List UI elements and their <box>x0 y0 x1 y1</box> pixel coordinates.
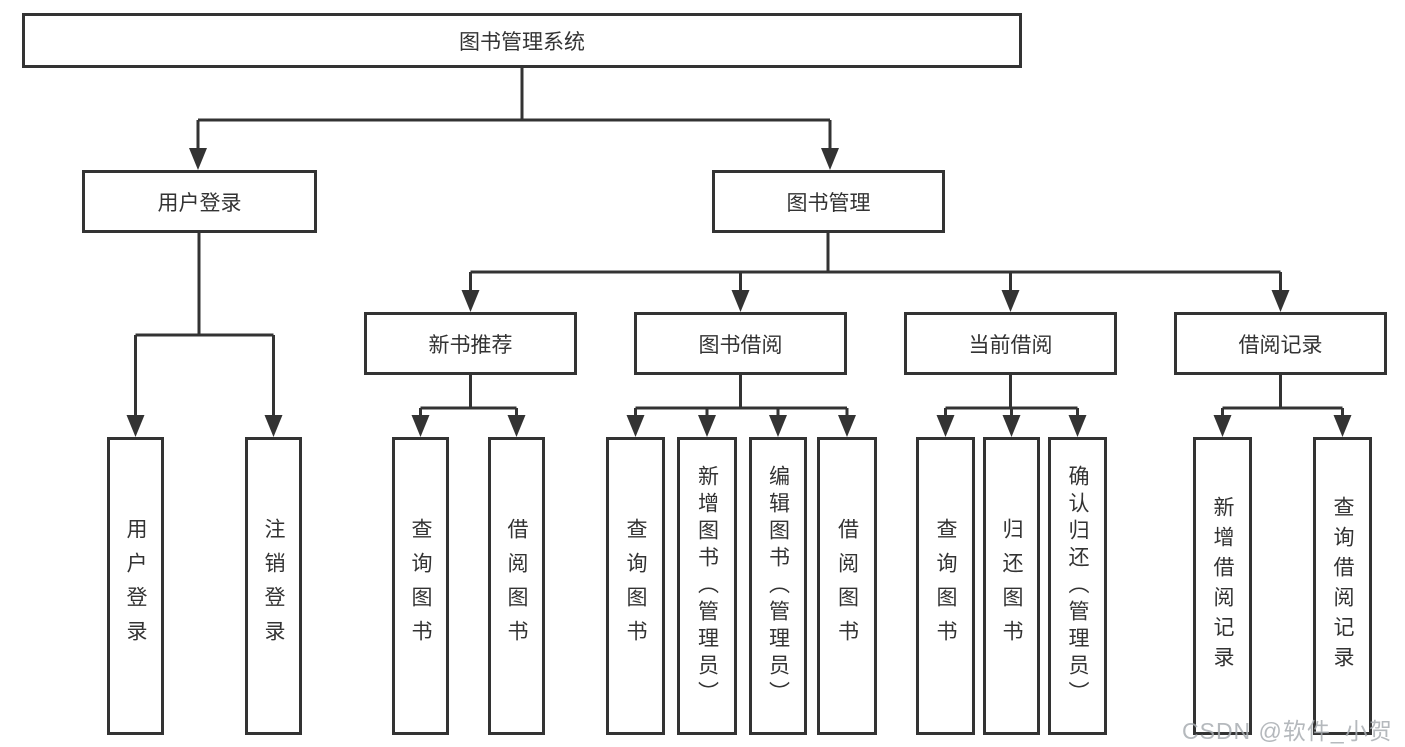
node-leaf-query-books-borrow: 查询图书 <box>606 437 665 735</box>
node-root: 图书管理系统 <box>22 13 1022 68</box>
node-leaf-add-book-admin: 新增图书（管理员） <box>677 437 737 735</box>
node-leaf-user-login: 用户登录 <box>107 437 164 735</box>
node-leaf-logout: 注销登录 <box>245 437 302 735</box>
node-leaf-add-borrow-record: 新增借阅记录 <box>1193 437 1252 735</box>
node-leaf-query-books-recommend: 查询图书 <box>392 437 449 735</box>
node-new-book-recommendation: 新书推荐 <box>364 312 577 375</box>
node-leaf-borrow-books-recommend: 借阅图书 <box>488 437 545 735</box>
node-leaf-borrow-books: 借阅图书 <box>817 437 877 735</box>
node-user-login: 用户登录 <box>82 170 317 233</box>
node-book-borrowing: 图书借阅 <box>634 312 847 375</box>
node-borrowing-records: 借阅记录 <box>1174 312 1387 375</box>
node-leaf-return-books: 归还图书 <box>983 437 1040 735</box>
node-book-management: 图书管理 <box>712 170 945 233</box>
node-leaf-confirm-return-admin: 确认归还（管理员） <box>1048 437 1107 735</box>
node-current-borrowing: 当前借阅 <box>904 312 1117 375</box>
arrowheads <box>126 148 1352 437</box>
node-leaf-query-borrow-record: 查询借阅记录 <box>1313 437 1372 735</box>
watermark: CSDN @软件_小贺同学 <box>1182 718 1393 744</box>
node-leaf-edit-book-admin: 编辑图书（管理员） <box>749 437 807 735</box>
node-leaf-query-books-current: 查询图书 <box>916 437 975 735</box>
